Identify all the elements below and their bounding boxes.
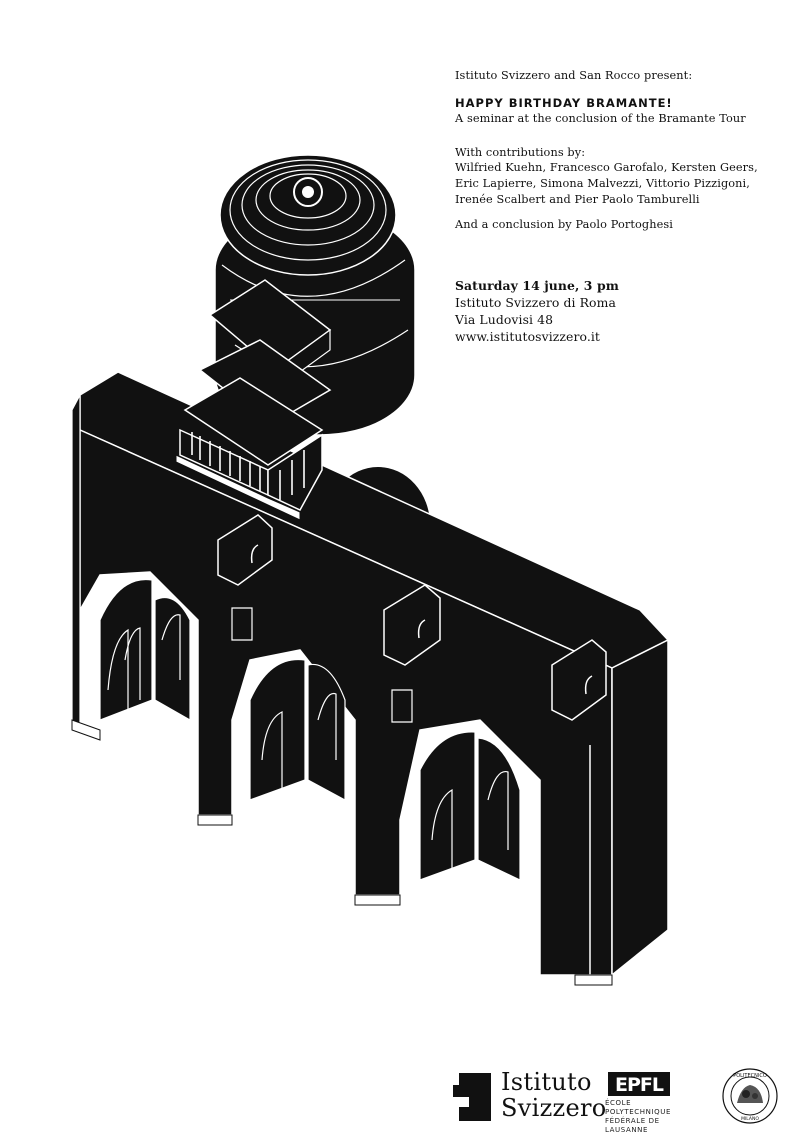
istituto-svizzero-wordmark: Istituto Svizzero (501, 1068, 607, 1122)
arcade-wall (71, 371, 670, 986)
svg-text:MILANO: MILANO (741, 1116, 759, 1122)
headline: HAPPY BIRTHDAY BRAMANTE! (455, 95, 673, 110)
epfl-subtitle: ÉCOLE POLYTECHNIQUE FÉDÉRALE DE LAUSANNE (605, 1099, 671, 1134)
event-date: Saturday 14 june, 3 pm (455, 277, 619, 293)
event-website[interactable]: www.istitutosvizzero.it (455, 328, 601, 344)
svg-text:EPFL: EPFL (615, 1074, 664, 1096)
poster-text: Istituto Svizzero and San Rocco present:… (455, 68, 785, 345)
presenters-line: Istituto Svizzero and San Rocco present: (455, 69, 693, 82)
contributions-intro: With contributions by: (455, 145, 586, 159)
epfl-logo-icon: EPFL (608, 1072, 670, 1096)
event-venue: Istituto Svizzero di Roma (455, 294, 616, 310)
subtitle: A seminar at the conclusion of the Brama… (455, 112, 746, 126)
event-details: Saturday 14 june, 3 pm Istituto Svizzero… (455, 277, 785, 345)
politecnico-milano-seal-icon: POLITECNICO MILANO (722, 1068, 778, 1124)
contributors-line: Wilfried Kuehn, Francesco Garofalo, Kers… (455, 161, 758, 175)
logo-bar: Istituto Svizzero EPFL ÉCOLE POLYTECHNIQ… (453, 1067, 783, 1134)
corbels (217, 514, 607, 723)
portico (175, 279, 332, 521)
svg-text:POLITECNICO: POLITECNICO (733, 1073, 767, 1079)
contributors-line: Irenée Scalbert and Pier Paolo Tamburell… (455, 192, 700, 206)
istituto-svizzero-logo-icon (453, 1073, 491, 1121)
conclusion-line: And a conclusion by Paolo Portoghesi (455, 218, 674, 232)
event-address: Via Ludovisi 48 (455, 311, 554, 327)
contributors-line: Eric Lapierre, Simona Malvezzi, Vittorio… (455, 176, 750, 190)
